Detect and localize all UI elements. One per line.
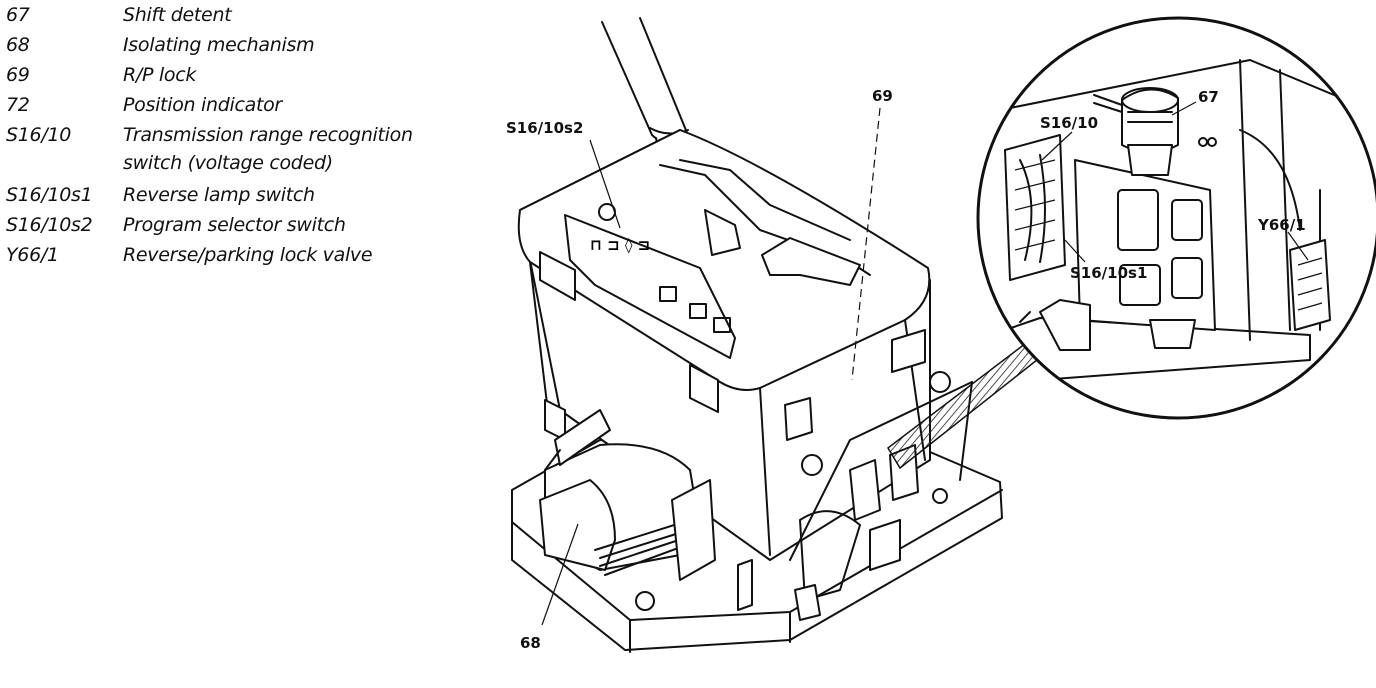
callout-69: 69 (872, 87, 893, 105)
legend-code: S16/10s1 (6, 184, 93, 206)
leader-67 (1171, 101, 1197, 116)
legend-desc: Isolating mechanism (123, 34, 315, 56)
callout-s16-10s2: S16/10s2 (506, 119, 583, 137)
leader-68 (541, 523, 579, 626)
legend-code: 68 (6, 34, 30, 56)
leader-69 (851, 107, 881, 381)
detail-view (976, 16, 1376, 420)
indicator-symbols: ⊓ ⊐ ◊ ⊐ (590, 236, 650, 254)
legend-desc: R/P lock (123, 64, 197, 86)
callout-s16-10s1: S16/10s1 (1070, 264, 1147, 282)
legend-code: S16/10s2 (6, 214, 93, 236)
leader-s16-10 (1041, 131, 1073, 161)
legend-desc: Position indicator (123, 94, 282, 116)
legend-desc: Reverse lamp switch (123, 184, 315, 206)
legend-code: S16/10 (6, 124, 72, 146)
legend-code: 69 (6, 64, 30, 86)
legend-code: Y66/1 (6, 244, 59, 266)
callout-s16-10: S16/10 (1040, 114, 1098, 132)
legend-desc: Shift detent (123, 4, 232, 26)
leader-lines (541, 101, 1309, 626)
isolating-mechanism (539, 409, 716, 581)
leader-y66-1 (1287, 231, 1309, 261)
legend-desc: Transmission range recognition (123, 124, 413, 146)
legend-desc: Program selector switch (123, 214, 346, 236)
callout-y66-1: Y66/1 (1257, 216, 1306, 234)
leader-s16-10s2 (589, 139, 621, 229)
callout-68: 68 (520, 634, 541, 652)
legend-desc-continued: switch (voltage coded) (123, 152, 333, 174)
leader-s16-10s1 (1064, 239, 1086, 263)
callout-67: 67 (1198, 88, 1219, 106)
legend-code: 72 (6, 94, 30, 116)
legend-desc: Reverse/parking lock valve (123, 244, 373, 266)
legend-code: 67 (6, 4, 30, 26)
